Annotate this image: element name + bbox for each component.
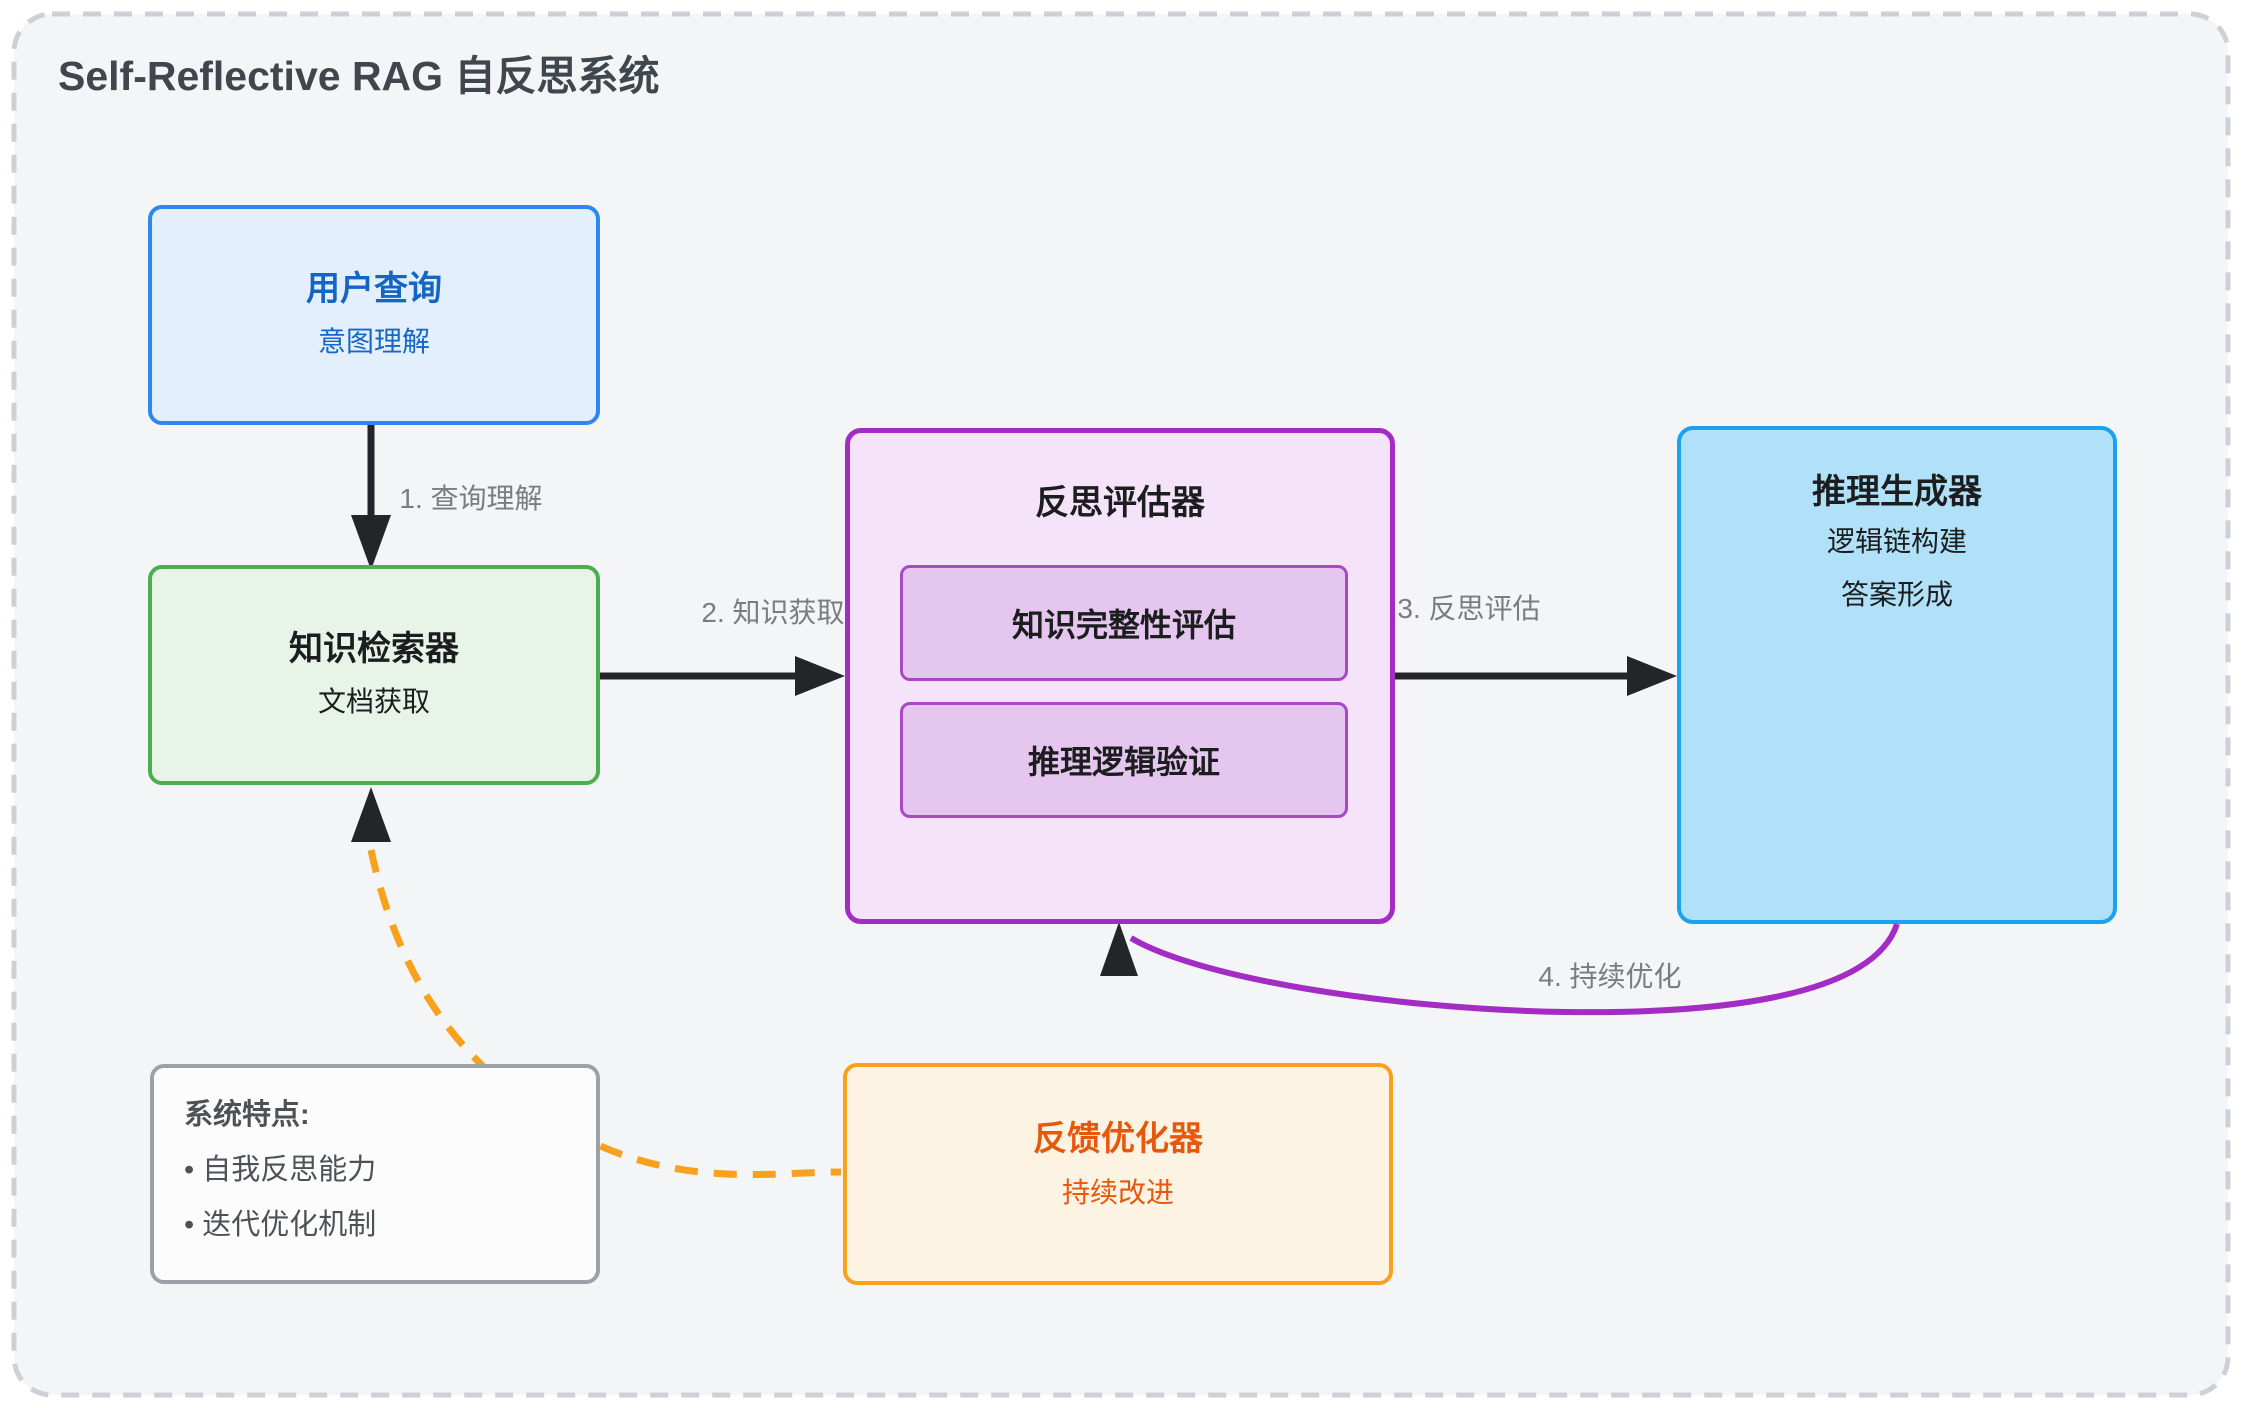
knowledge-retriever-subtitle: 文档获取 — [317, 686, 430, 717]
reasoning-generator-title: 推理生成器 — [1812, 473, 1982, 511]
edge-3-label: 3. 反思评估 — [1397, 593, 1541, 624]
node-reasoning-logic-validation: 推理逻辑验证 — [900, 702, 1348, 818]
feedback-optimizer-subtitle: 持续改进 — [1061, 1177, 1174, 1208]
edge-1-arrowhead — [351, 515, 391, 570]
system-features-heading: 系统特点: — [184, 1099, 310, 1131]
edge-3-arrowhead — [1627, 656, 1677, 696]
edge-4-label: 4. 持续优化 — [1538, 961, 1682, 992]
edge-2-arrowhead — [795, 656, 845, 696]
edge-4-arrowhead — [1100, 922, 1138, 976]
edge-4-curve — [1129, 923, 1900, 1016]
feedback-curve-arrowhead — [351, 787, 391, 842]
system-features-bullet-2: • 迭代优化机制 — [184, 1209, 377, 1241]
node-knowledge-retriever: 知识检索器 文档获取 — [148, 565, 600, 785]
reasoning-generator-line3: 答案形成 — [1840, 579, 1953, 610]
knowledge-retriever-title: 知识检索器 — [289, 630, 459, 668]
diagram-title: Self-Reflective RAG 自反思系统 — [58, 53, 660, 99]
node-feedback-optimizer: 反馈优化器 持续改进 — [843, 1063, 1393, 1285]
feedback-optimizer-title: 反馈优化器 — [1033, 1120, 1203, 1158]
system-features-bullet-1: • 自我反思能力 — [184, 1154, 377, 1186]
user-query-subtitle: 意图理解 — [317, 326, 430, 357]
user-query-title: 用户查询 — [306, 270, 442, 308]
edge-1-label: 1. 查询理解 — [399, 483, 543, 514]
node-knowledge-completeness-check: 知识完整性评估 — [900, 565, 1348, 681]
node-system-features: 系统特点: • 自我反思能力 • 迭代优化机制 — [150, 1064, 600, 1284]
reflection-evaluator-title: 反思评估器 — [1035, 484, 1205, 522]
reasoning-generator-line2: 逻辑链构建 — [1826, 526, 1967, 557]
edge-2-label: 2. 知识获取 — [701, 597, 845, 628]
reasoning-logic-validation-label: 推理逻辑验证 — [1027, 744, 1220, 780]
node-user-query: 用户查询 意图理解 — [148, 205, 600, 425]
knowledge-completeness-check-label: 知识完整性评估 — [1011, 607, 1236, 643]
feedback-dashed-curve — [367, 849, 842, 1178]
node-reflection-evaluator: 反思评估器 知识完整性评估 推理逻辑验证 — [845, 428, 1395, 924]
node-reasoning-generator: 推理生成器 逻辑链构建 答案形成 — [1677, 426, 2117, 924]
